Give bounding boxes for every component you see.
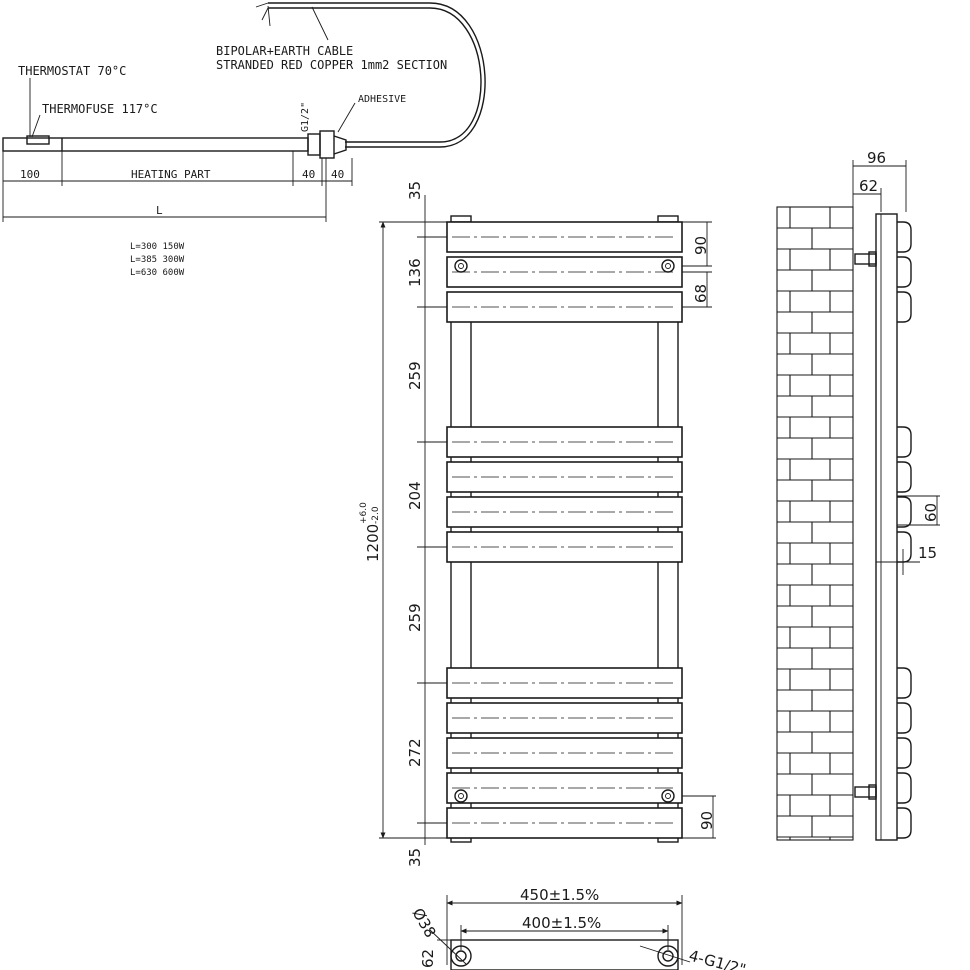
pipe-right (657, 945, 679, 967)
thermofuse-leader (31, 114, 41, 138)
bar-end (897, 221, 912, 253)
pipe-diameter: Ø38 (409, 905, 440, 941)
cable-wires (255, 2, 271, 27)
heating-element-drawing: BIPOLAR+EARTH CABLE STRANDED RED COPPER … (2, 2, 486, 278)
dim-60: 60 (922, 503, 940, 522)
thread-label: G1/2" (300, 102, 311, 132)
adhesive-leader (337, 102, 356, 133)
bottom-profile (450, 939, 679, 970)
bar-end (897, 772, 912, 804)
dim-40-a: 40 (302, 168, 315, 181)
dim-259-b: 259 (406, 603, 424, 632)
cable (268, 7, 482, 143)
dim-68: 68 (692, 284, 710, 303)
dim-136: 136 (406, 258, 424, 287)
bar-end (897, 291, 912, 323)
dim-90-bottom: 90 (698, 811, 716, 830)
bar-end (897, 737, 912, 769)
bar-end (897, 807, 912, 839)
bar-ends (897, 221, 912, 839)
thermostat-label: THERMOSTAT 70°C (18, 64, 126, 78)
brick-wall (776, 206, 854, 841)
front-view: 35 136 259 204 259 272 35 1200 +6.0 -2.0… (359, 181, 716, 867)
wall-outline (776, 206, 854, 841)
bracket-bolt (661, 259, 675, 273)
bar-end (897, 531, 912, 563)
cable-label-2: STRANDED RED COPPER 1mm2 SECTION (216, 58, 447, 72)
power-row-3: L=630 600W (130, 268, 185, 278)
cable-outline (268, 2, 486, 148)
dim-15: 15 (918, 544, 937, 562)
dim-204: 204 (406, 481, 424, 510)
dim-62: 62 (859, 177, 878, 195)
fitting-nut (307, 133, 321, 156)
thermofuse-label: THERMOFUSE 117°C (42, 102, 158, 116)
length-label: L (156, 204, 163, 217)
width-centers: 400±1.5% (522, 914, 601, 932)
depth-62: 62 (419, 949, 437, 968)
thermostat-block (26, 135, 50, 145)
total-height-tol-upper: +6.0 (359, 502, 369, 524)
power-row-1: L=300 150W (130, 242, 185, 252)
dim-90-top: 90 (692, 236, 710, 255)
dim-96: 96 (867, 149, 886, 167)
bar-end (897, 496, 912, 528)
dim-35-bottom: 35 (406, 848, 424, 867)
bracket-bolt (661, 789, 675, 803)
adhesive-label: ADHESIVE (358, 94, 406, 105)
width-outer: 450±1.5% (520, 886, 599, 904)
heating-part-label: HEATING PART (131, 168, 211, 181)
cable-leader (311, 6, 329, 41)
bar-end (897, 256, 912, 288)
connections: 4-G1/2" (687, 946, 748, 970)
fitting-hex (319, 130, 335, 159)
power-row-2: L=385 300W (130, 255, 185, 265)
bar-end (897, 426, 912, 458)
side-view: 96 62 60 15 (776, 149, 940, 841)
bottom-view: 450±1.5% 400±1.5% Ø38 62 4-G1/2" (409, 886, 748, 970)
wall-bracket-top (854, 253, 877, 265)
bar-end (897, 461, 912, 493)
total-height-tol-lower: -2.0 (371, 506, 381, 524)
bar-end (897, 667, 912, 699)
bar-end (897, 702, 912, 734)
side-rail (875, 213, 898, 841)
pipe-left (450, 945, 472, 967)
dim-100: 100 (20, 168, 40, 181)
dim-272: 272 (406, 738, 424, 767)
bracket-bolt (454, 789, 468, 803)
fitting-gland (333, 135, 347, 155)
bracket-bolt (454, 259, 468, 273)
dim-259-a: 259 (406, 361, 424, 390)
total-height: 1200 (364, 524, 382, 562)
dim-35-top: 35 (406, 181, 424, 200)
cable-label-1: BIPOLAR+EARTH CABLE (216, 44, 353, 58)
dim-40-b: 40 (331, 168, 344, 181)
wall-bracket-bottom (854, 786, 877, 798)
